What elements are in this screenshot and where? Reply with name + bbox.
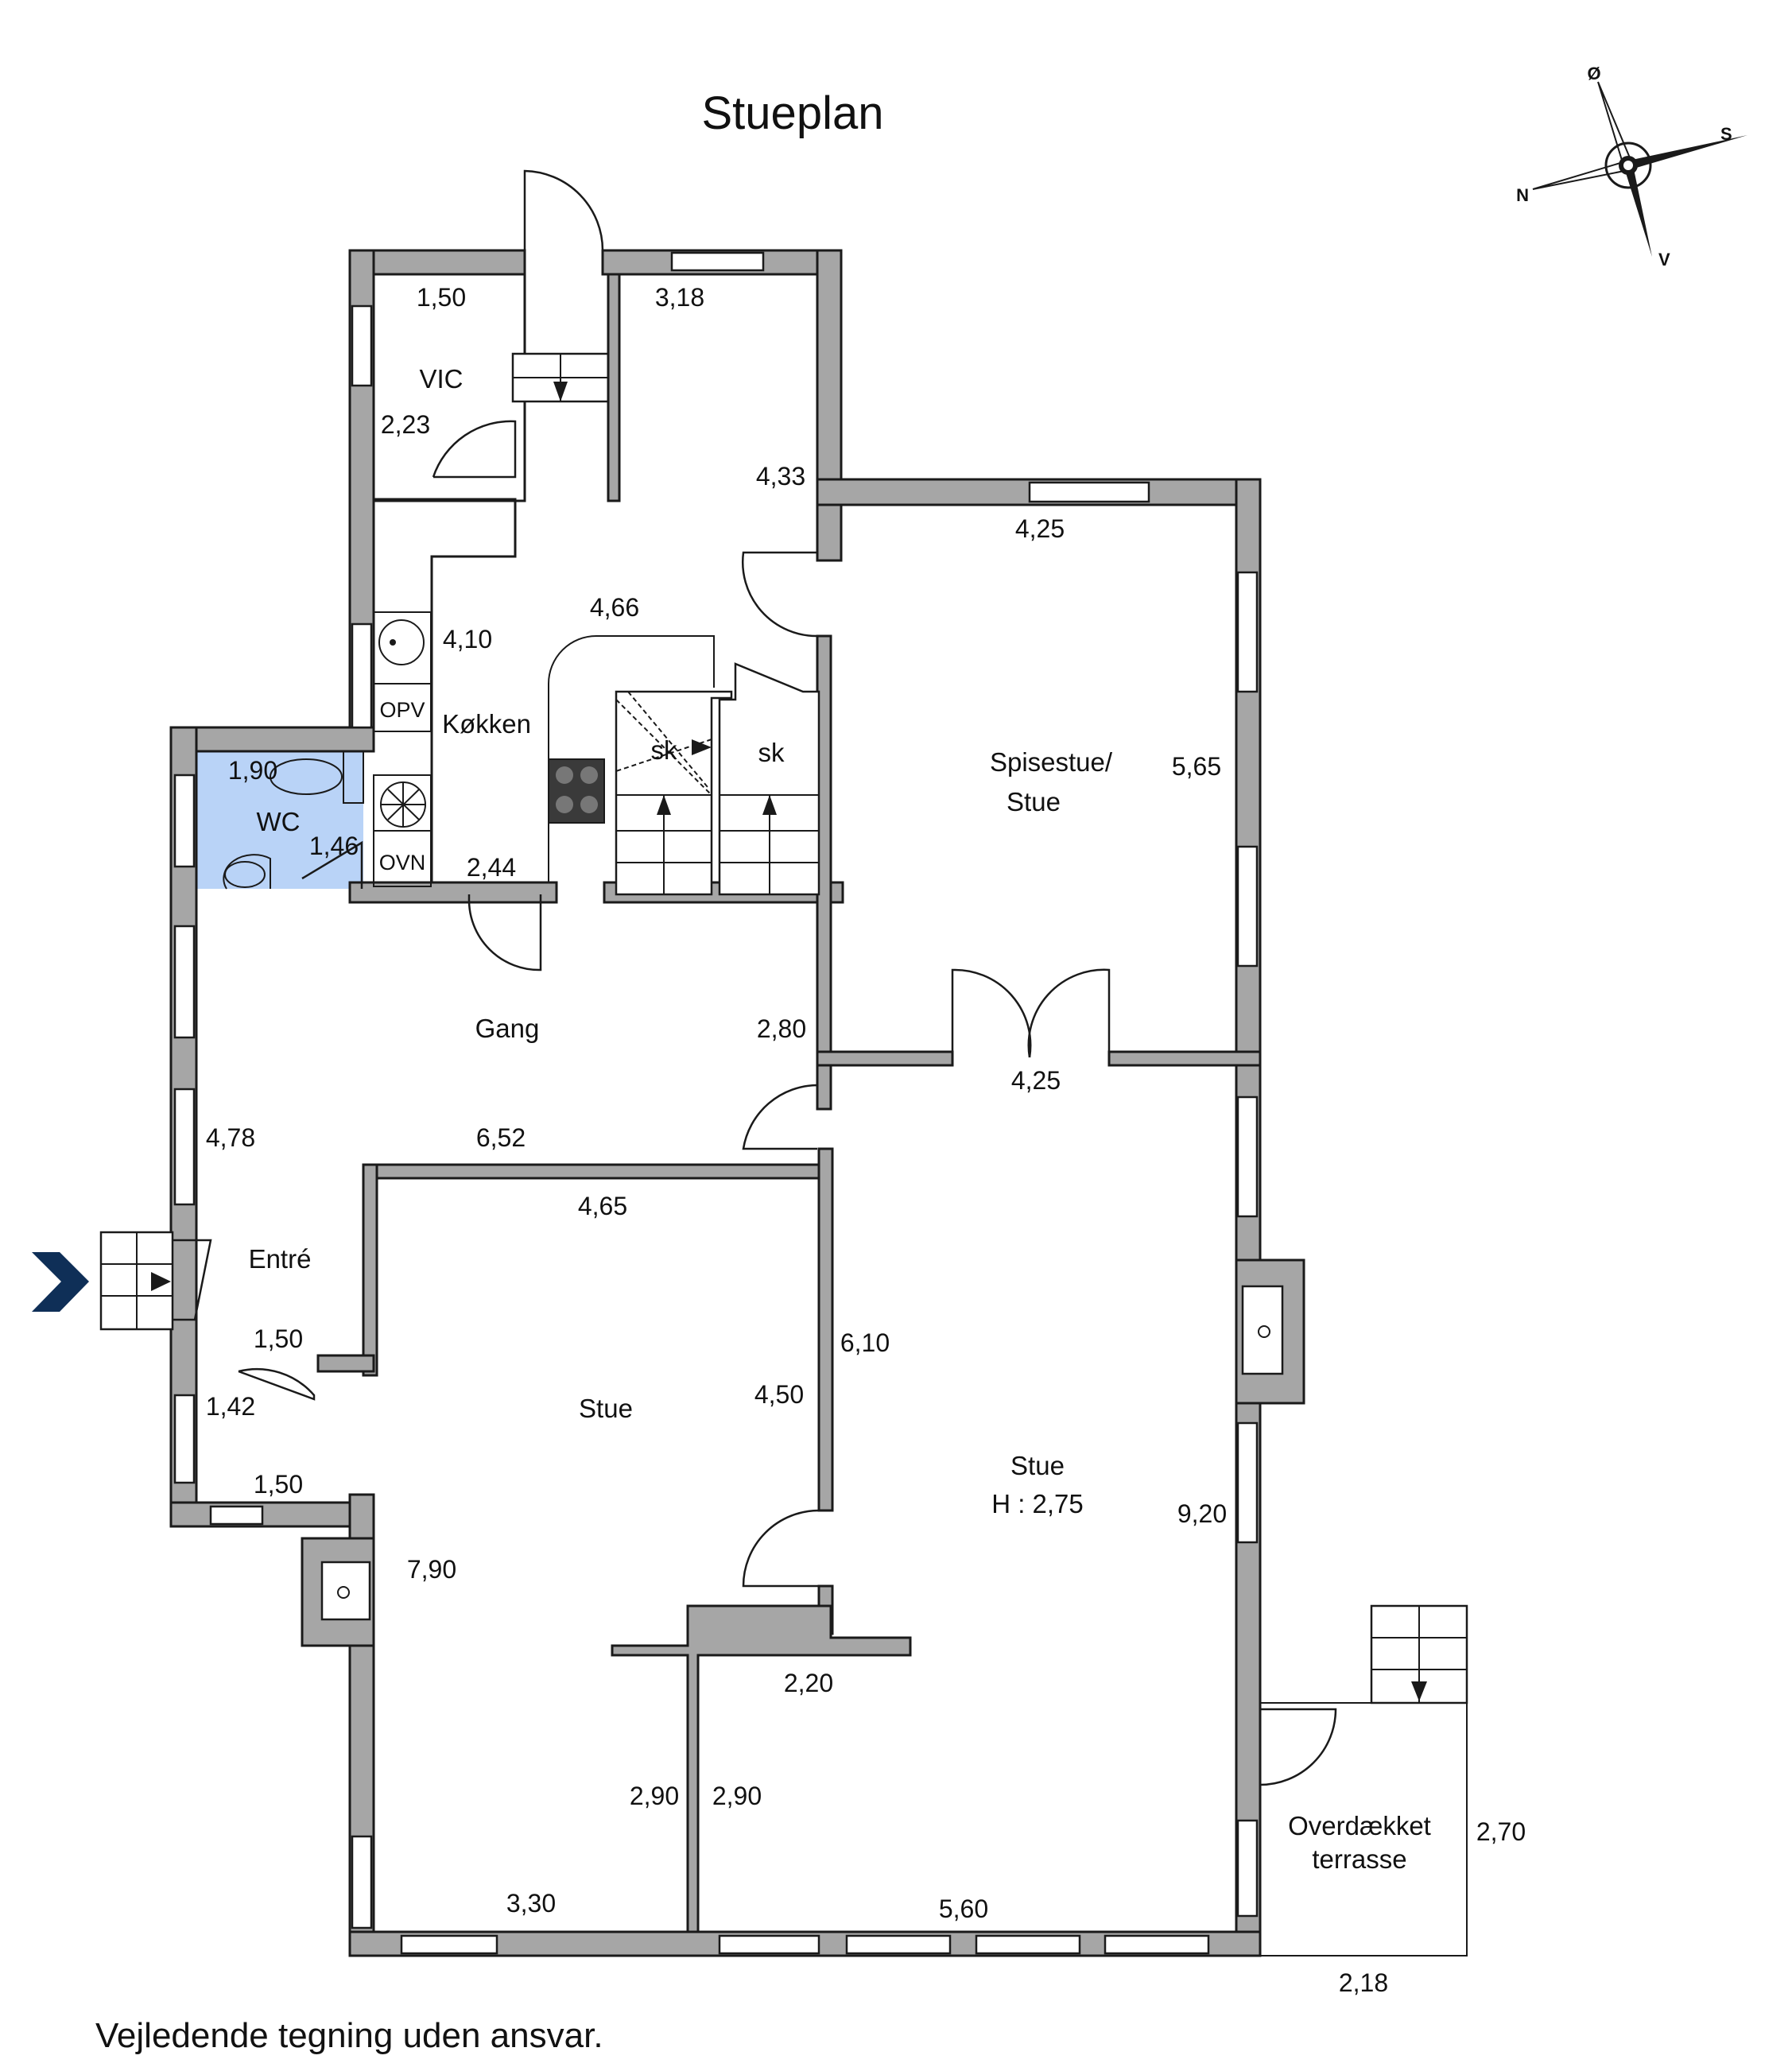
dim-dining-bottom: 4,25 [1011,1066,1061,1095]
dim-left-bottom-w: 3,30 [506,1889,556,1918]
dim-right-living-right: 9,20 [1177,1499,1227,1528]
room-terrace-1: Overdækket [1288,1811,1431,1840]
terrace [1260,1604,1468,1956]
dim-niche: 2,20 [784,1669,833,1697]
dim-hall-left: 4,78 [206,1123,255,1152]
stairs [511,273,820,896]
dim-entry-left: 1,42 [206,1392,255,1421]
stairs-label-2: sk [758,738,785,767]
plan-title: Stueplan [702,87,884,139]
dim-wc-h: 1,46 [309,832,359,860]
windows [173,251,1259,1955]
kitchen-fixtures [223,611,715,890]
room-entry: Entré [249,1244,312,1274]
compass-south-label: S [1720,124,1732,144]
stairs-label-1: sk [651,735,678,765]
wc-floor [196,752,363,889]
outer-walls [169,249,1262,1957]
dim-hall-right: 2,80 [757,1014,806,1043]
compass-rose-icon: Ø S N V [1516,64,1747,270]
room-terrace-2: terrasse [1312,1844,1406,1874]
dim-right-bottom-w: 5,60 [939,1894,988,1923]
dim-kitchen-left: 4,10 [443,625,492,653]
dim-wc-w: 1,90 [228,756,277,785]
dim-left-living-top: 4,65 [578,1192,627,1220]
dim-vic-w: 1,50 [417,283,466,312]
dim-closet-w: 1,50 [254,1470,303,1499]
doors [173,169,1337,1786]
dim-kitchen-bottom: 2,44 [467,853,516,882]
dim-entry-bottom: 1,50 [254,1324,303,1353]
dim-dining-right: 5,65 [1172,752,1221,781]
room-dining-2: Stue [1007,787,1061,816]
dimension-labels: 1,50 2,23 3,18 4,33 4,25 5,65 4,25 4,66 … [206,283,1526,1997]
compass-west-label: V [1658,250,1670,270]
room-dining-1: Spisestue/ [990,747,1113,777]
dim-corridor-w: 3,18 [655,283,704,312]
dim-right-living-left: 6,10 [840,1328,890,1357]
room-vic: VIC [419,364,463,394]
dim-left-living-right: 4,50 [754,1380,804,1409]
dim-terrace-w: 2,18 [1339,1968,1388,1997]
room-hall: Gang [475,1014,540,1043]
dim-dining-top: 4,25 [1015,514,1065,543]
room-living-right-1: Stue [1010,1451,1065,1480]
room-kitchen: Køkken [442,709,531,739]
entry-arrow-icon [32,1252,89,1312]
dim-left-bottom-h: 2,90 [630,1782,679,1810]
dim-terrace-h: 2,70 [1476,1817,1526,1846]
dim-corridor-h: 4,33 [756,462,805,491]
dim-right-bottom-h: 2,90 [712,1782,762,1810]
disclaimer: Vejledende tegning uden ansvar. [95,2016,603,2055]
dim-left-living-left: 7,90 [407,1555,456,1584]
label-opv: OPV [379,698,425,722]
room-labels: VIC Køkken Spisestue/ Stue WC Gang Entré… [249,364,1431,1874]
entry-step [99,1231,174,1331]
dim-vic-h: 2,23 [381,410,430,439]
dim-kitchen-top: 4,66 [590,593,639,622]
room-living-right-2: H : 2,75 [991,1489,1084,1518]
dim-hall-bottom: 6,52 [476,1123,526,1152]
compass-east-label: Ø [1587,64,1600,83]
label-ovn: OVN [379,851,426,874]
cooktop [548,758,605,824]
compass-north-label: N [1516,185,1529,205]
room-living-left: Stue [579,1394,633,1423]
room-wc: WC [257,807,301,836]
